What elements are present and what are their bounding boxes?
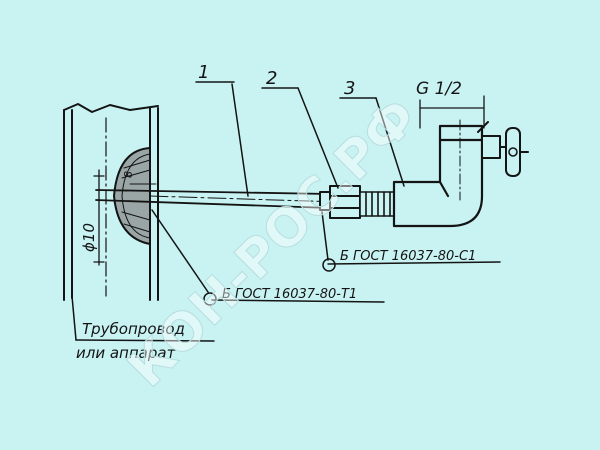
pipeline-callout [71,295,215,342]
impulse-tube [95,189,331,209]
diameter-dimension [93,169,105,266]
handwheel-icon [508,147,518,157]
weld-marker-t1 [203,292,217,306]
dim-8-label: 8 [122,171,135,178]
weld-boss [112,146,151,246]
handwheel-spindle [477,121,529,177]
pipeline-label-line1: Трубопровод [82,320,185,338]
part-3-label: 3 [344,78,355,99]
leader-3 [339,97,405,187]
leader-2 [261,87,339,189]
leader-1 [195,81,249,197]
diameter-label: ϕ10 [80,223,98,252]
weld-marker-c1 [322,258,336,272]
part-1-label: 1 [198,62,209,83]
weld-callout-t1 [151,209,385,303]
thread-label: G 1/2 [416,79,462,99]
thread-dimension [419,95,485,129]
weld-callout-c1 [321,211,501,265]
pipeline-label-line2: или аппарат [76,344,177,362]
watermark: КОН-РОС.РФ [117,87,429,399]
gost-t1-label: Б ГОСТ 16037-80-Т1 [222,287,357,302]
nipple-thread [359,191,395,217]
part-2-label: 2 [266,68,277,89]
gost-c1-label: Б ГОСТ 16037-80-С1 [340,249,476,264]
